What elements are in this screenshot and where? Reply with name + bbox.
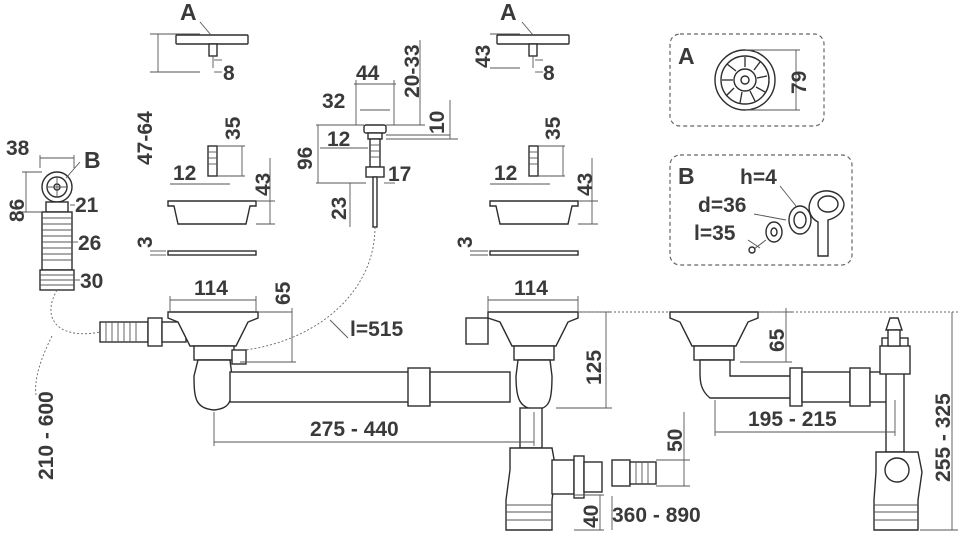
screw-diameter-right: 12 [494, 162, 517, 185]
detail-b-box: B h=4 d=36 l=35 [669, 154, 853, 266]
strainer-a-thread: 8 [223, 62, 235, 85]
screw-right: 35 12 [490, 116, 565, 185]
left-bowl-width: 114 [194, 277, 228, 300]
alt-spacing: 195 - 215 [748, 408, 837, 431]
overflow-d3: 30 [80, 270, 103, 293]
left-bowl-assembly: 114 65 l=515 [99, 277, 511, 411]
strainer-a-height: 47-64 [134, 111, 157, 165]
right-bowl-width: 114 [514, 277, 548, 300]
screw-length-right: 35 [542, 116, 565, 140]
overflow-d1: 21 [75, 194, 99, 217]
overflow-b-letter: B [84, 147, 101, 173]
basket-height-left: 43 [252, 173, 275, 196]
detail-b-letter: B [678, 163, 695, 189]
detail-a-box: A 79 [669, 33, 825, 127]
outlet-adapter: 50 360 - 890 [611, 412, 701, 530]
plug-stem: 23 [328, 197, 351, 220]
left-bowl-drop: 65 [272, 281, 295, 305]
trap-height: 125 [583, 350, 606, 385]
detail-a-letter: A [678, 43, 695, 69]
detail-b-d: d=36 [698, 194, 746, 217]
plug-twelve: 12 [327, 128, 350, 151]
screw-length-left: 35 [222, 116, 245, 140]
overflow-height: 86 [6, 199, 29, 222]
overflow-b: B 38 86 21 26 30 210 - 600 [6, 137, 103, 480]
detail-b-l: l=35 [694, 222, 736, 245]
right-bowl-assembly: 114 125 275 - 440 40 [213, 277, 612, 531]
detail-b-h: h=4 [740, 166, 777, 189]
overflow-d2: 26 [78, 232, 101, 255]
bowl-spacing: 275 - 440 [310, 418, 399, 441]
screw-diameter-left: 12 [173, 162, 196, 185]
detail-a-diameter: 79 [788, 71, 811, 94]
strainer-a-right-letter: A [500, 0, 517, 25]
alt-height: 255 - 325 [932, 393, 955, 482]
gasket-thickness-left: 3 [134, 236, 157, 248]
plug-seventeen: 17 [388, 163, 411, 186]
basket-right: 43 3 [454, 158, 598, 256]
screw-left: 35 12 [170, 116, 245, 185]
strainer-a-right-height: 43 [472, 45, 495, 68]
basket-height-right: 43 [574, 173, 597, 196]
alt-config-assembly: 65 195 - 215 255 - 325 [578, 308, 958, 531]
plug-height: 96 [294, 147, 317, 170]
gasket-thickness-right: 3 [454, 236, 477, 248]
basket-left: 43 3 [134, 158, 275, 256]
overflow-width: 38 [6, 137, 30, 160]
strainer-a-letter: A [180, 0, 197, 25]
plug-valve: 44 32 20-33 10 12 96 17 23 [244, 40, 458, 351]
cable-length: l=515 [350, 318, 403, 341]
outlet-length: 360 - 890 [612, 504, 701, 527]
plug-width: 44 [356, 62, 380, 85]
outlet-diameter: 50 [664, 429, 687, 452]
plug-ten: 10 [426, 111, 449, 134]
overflow-hose: 210 - 600 [35, 391, 58, 480]
plug-head: 32 [322, 90, 345, 113]
strainer-a-right-thread: 8 [543, 62, 555, 85]
strainer-a-right: A 43 8 [472, 0, 570, 85]
strainer-a-left: A 47-64 8 [134, 0, 249, 165]
alt-drop: 65 [766, 328, 789, 352]
outlet-offset: 40 [580, 505, 603, 528]
plug-range: 20-33 [401, 44, 424, 98]
